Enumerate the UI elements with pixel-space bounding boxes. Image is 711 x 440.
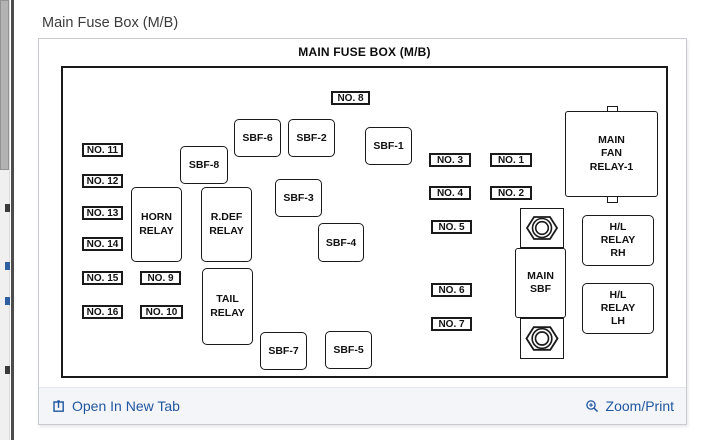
page-edge-fragment-2	[5, 262, 10, 270]
open-in-new-tab-icon	[51, 399, 66, 414]
fuse-diagram-viewer-panel	[38, 38, 687, 425]
page-edge-divider	[11, 0, 14, 440]
zoom-print-link[interactable]: Zoom/Print	[585, 398, 674, 414]
page-edge-fragment-1	[5, 204, 10, 212]
zoom-magnifier-icon	[585, 399, 600, 414]
viewer-footer-bar: Open In New Tab Zoom/Print	[39, 387, 686, 424]
open-in-new-tab-link[interactable]: Open In New Tab	[51, 398, 180, 414]
page-scrollbar-track[interactable]	[0, 0, 10, 440]
page-title: Main Fuse Box (M/B)	[42, 15, 179, 31]
page-scrollbar-thumb[interactable]	[0, 0, 9, 170]
zoom-print-label: Zoom/Print	[605, 398, 674, 414]
page-edge-fragment-4	[5, 366, 10, 374]
open-in-new-tab-label: Open In New Tab	[72, 398, 180, 414]
page-edge-fragment-3	[5, 297, 10, 305]
